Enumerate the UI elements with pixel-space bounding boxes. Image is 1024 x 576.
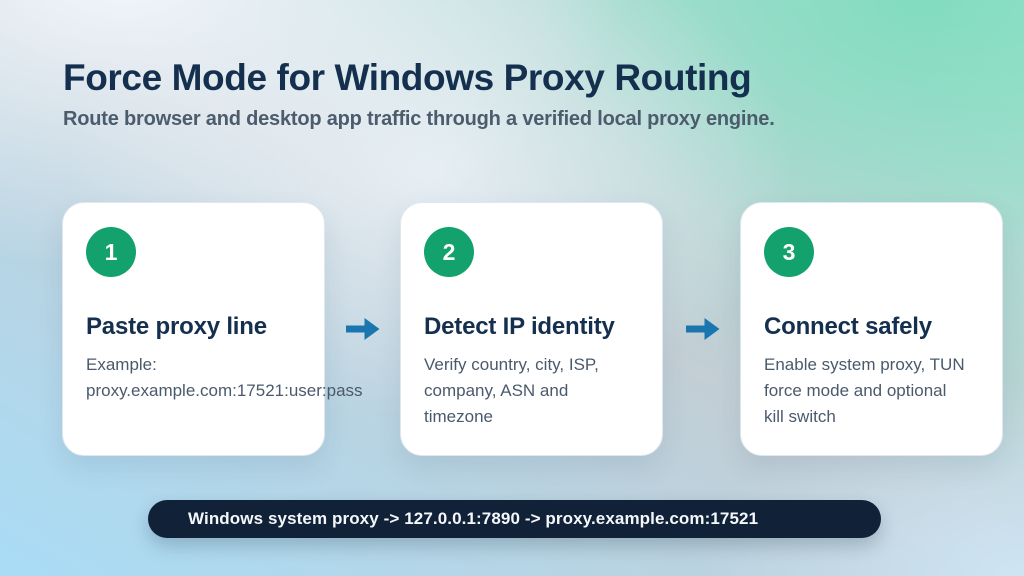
step-description-line: force mode and optional xyxy=(764,381,947,400)
step-card-paste-proxy-line: 1 Paste proxy line Example: proxy.exampl… xyxy=(62,202,363,456)
step-card-detect-ip-identity: 2 Detect IP identity Verify country, cit… xyxy=(400,202,663,456)
step-title: Detect IP identity xyxy=(424,313,615,340)
step-description-line: timezone xyxy=(424,407,493,426)
page-header: Force Mode for Windows Proxy Routing Rou… xyxy=(63,57,775,131)
step-description: Verify country, city, ISP, company, ASN … xyxy=(424,352,640,430)
page-title: Force Mode for Windows Proxy Routing xyxy=(63,57,752,98)
page-subtitle: Route browser and desktop app traffic th… xyxy=(63,108,775,130)
step-title: Connect safely xyxy=(764,313,932,340)
step-description-line: kill switch xyxy=(764,407,836,426)
step-description-line: Verify country, city, ISP, xyxy=(424,355,599,374)
step-description-line: Example: xyxy=(86,355,157,374)
right-arrow-icon xyxy=(686,318,720,340)
proxy-example-line: proxy.example.com:17521:user:pass xyxy=(86,381,363,400)
proxy-flow-banner: Windows system proxy -> 127.0.0.1:7890 -… xyxy=(148,500,881,538)
step-card-connect-safely: 3 Connect safely Enable system proxy, TU… xyxy=(740,202,1003,456)
step-number-badge: 2 xyxy=(424,227,474,277)
step-description-line: company, ASN and xyxy=(424,381,569,400)
step-number-badge: 3 xyxy=(764,227,814,277)
step-title: Paste proxy line xyxy=(86,313,267,340)
step-description-line: Enable system proxy, TUN xyxy=(764,355,965,374)
proxy-flow-text: Windows system proxy -> 127.0.0.1:7890 -… xyxy=(188,509,759,528)
step-description: Example: proxy.example.com:17521:user:pa… xyxy=(86,352,363,404)
step-description: Enable system proxy, TUN force mode and … xyxy=(764,352,980,430)
right-arrow-icon xyxy=(346,318,380,340)
step-number-badge: 1 xyxy=(86,227,136,277)
